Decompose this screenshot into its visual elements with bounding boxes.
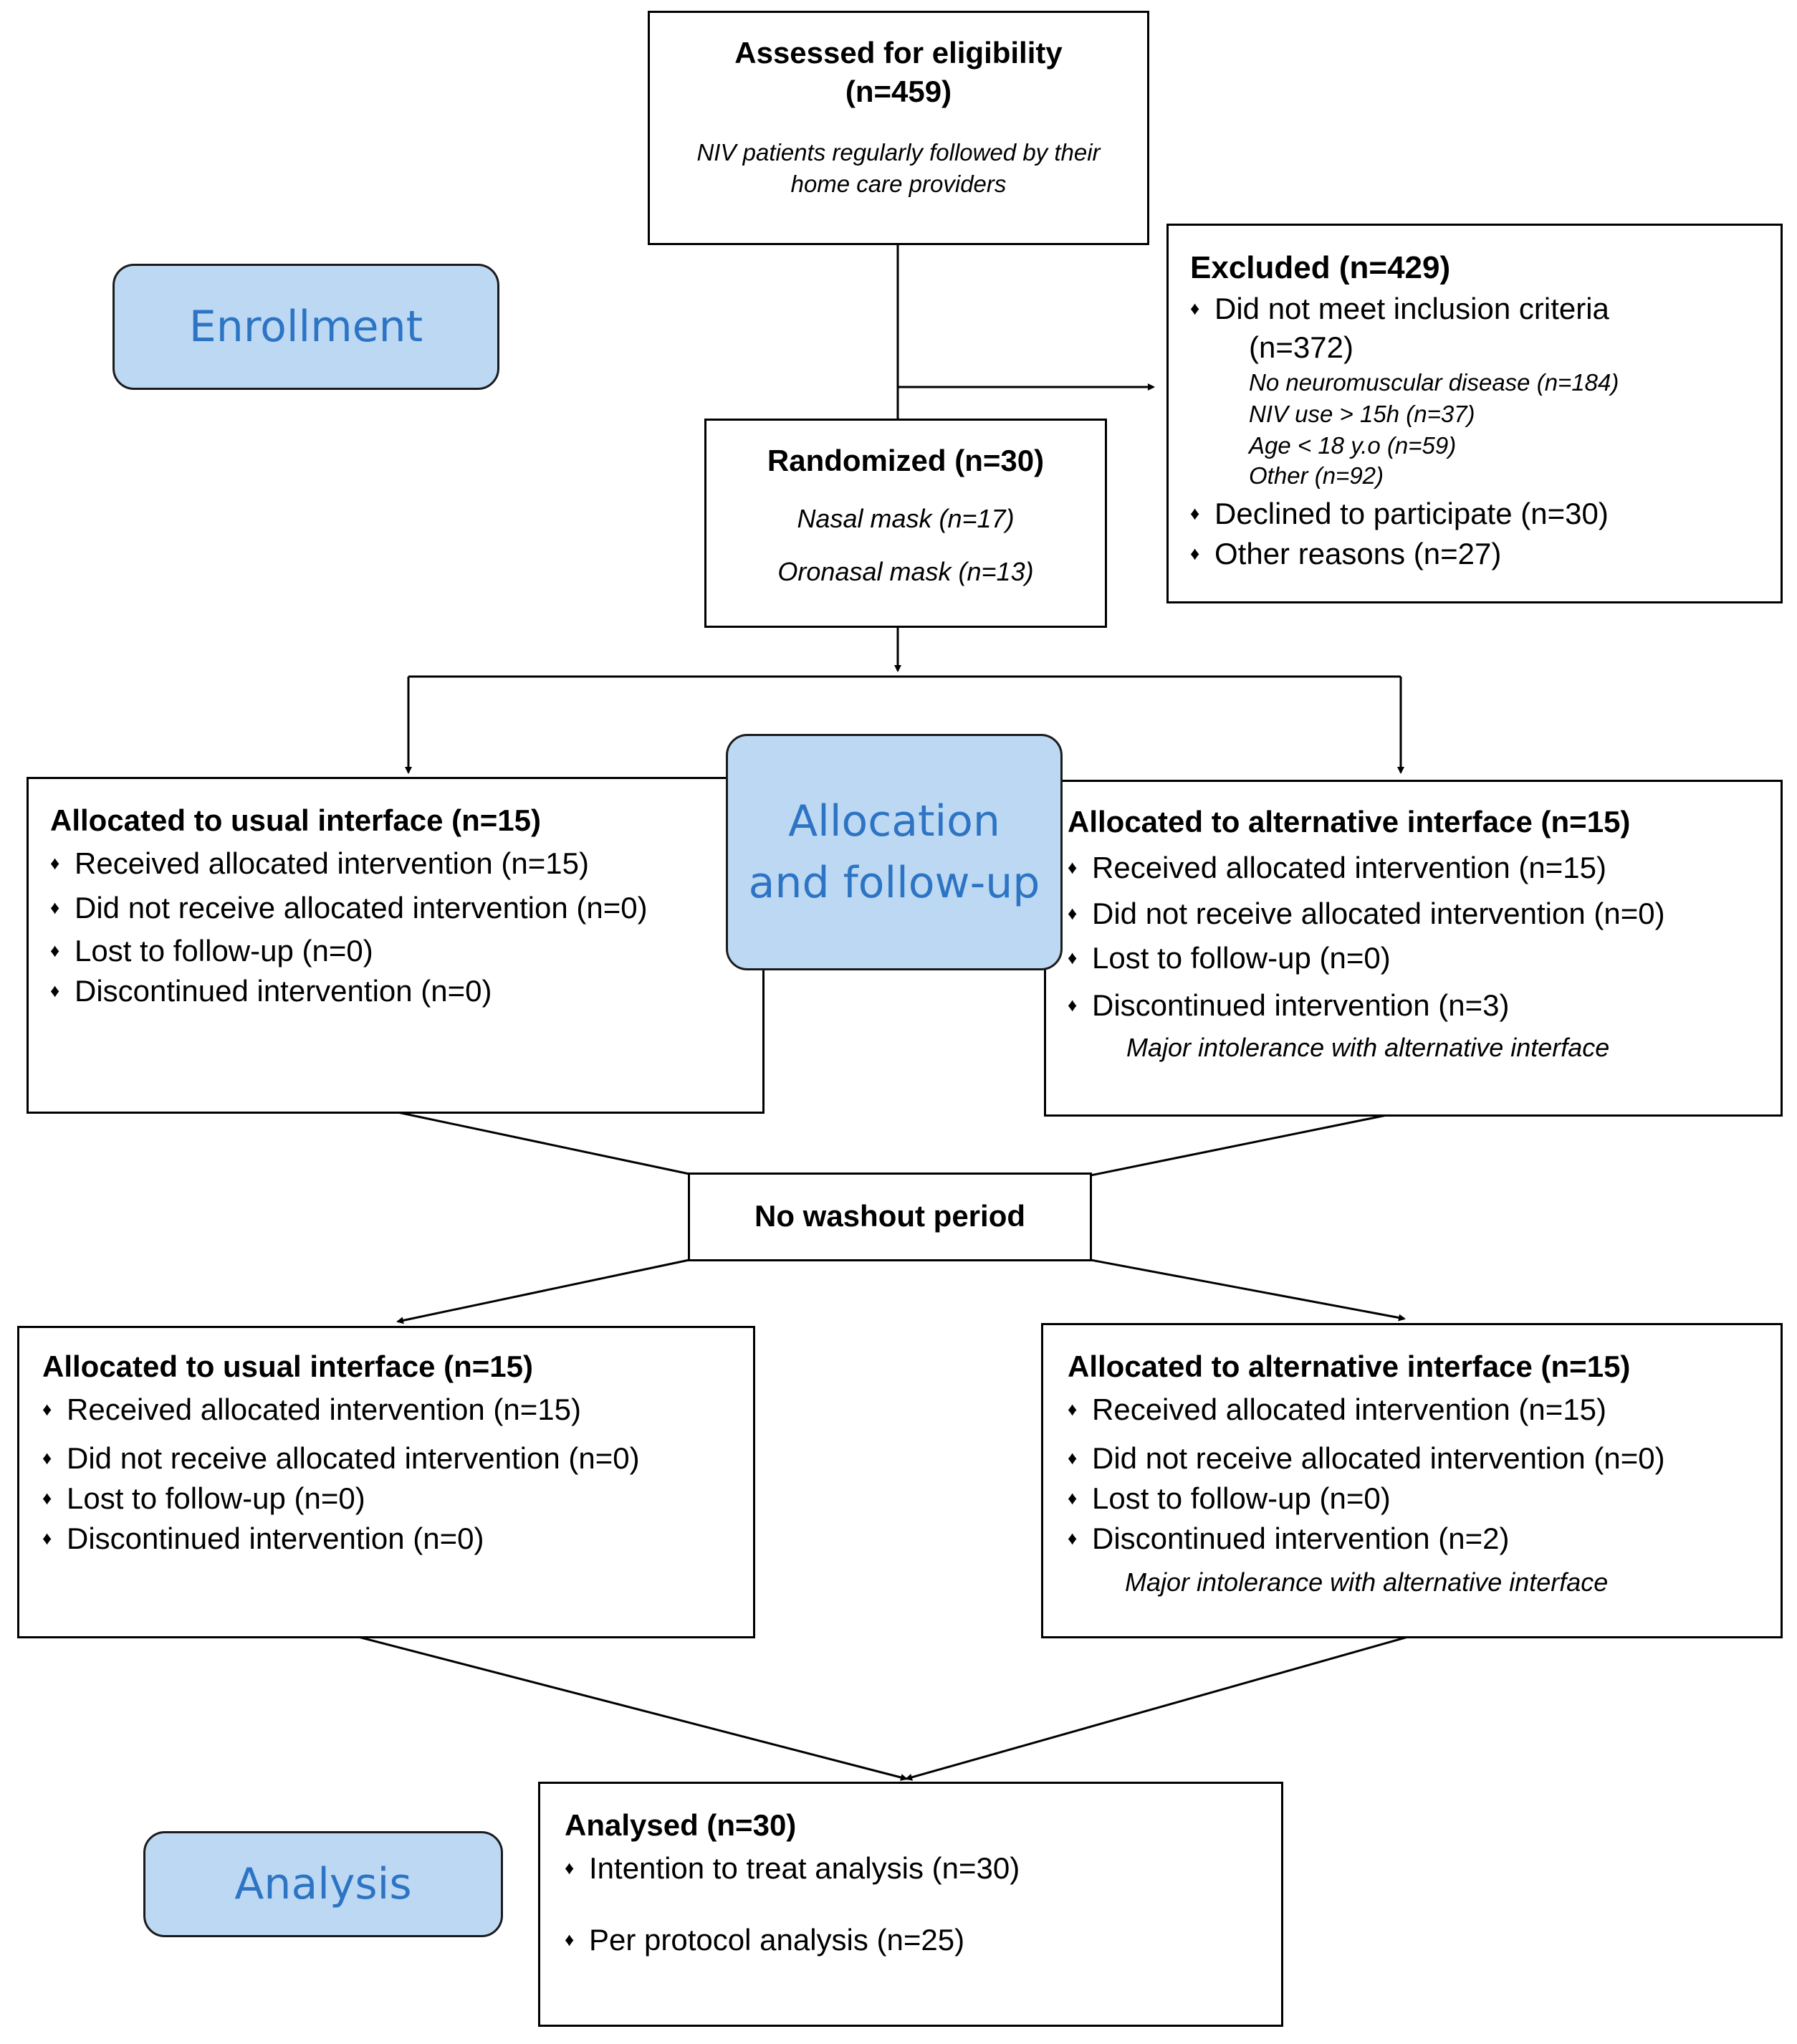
assessed-note-1: NIV patients regularly followed by their bbox=[696, 139, 1101, 166]
period1-alternative-item-label: Did not receive allocated intervention (… bbox=[1092, 897, 1665, 930]
washout-box: No washout period bbox=[688, 1173, 1092, 1261]
period2-alternative-item-3: Lost to follow-up (n=0) bbox=[1068, 1481, 1391, 1516]
analysed-pp-label: Per protocol analysis (n=25) bbox=[589, 1923, 965, 1957]
randomized-title: Randomized (n=30) bbox=[767, 444, 1045, 477]
connector-washout-usual2 bbox=[396, 1259, 690, 1324]
stage-enrollment-label: Enrollment bbox=[188, 302, 423, 352]
excluded-title: Excluded (n=429) bbox=[1190, 250, 1451, 285]
connector-alt2-analysed bbox=[905, 1635, 1409, 1781]
stage-allocation-label: Allocation and follow-up bbox=[748, 796, 1040, 908]
connector-alt1-washout bbox=[1090, 1111, 1401, 1177]
period1-usual-item-3: Lost to follow-up (n=0) bbox=[50, 934, 373, 968]
stage-analysis-label: Analysis bbox=[234, 1859, 412, 1909]
period1-alternative-note: Major intolerance with alternative inter… bbox=[1126, 1033, 1610, 1062]
period1-alternative-item-4: Discontinued intervention (n=3) bbox=[1068, 988, 1510, 1023]
period1-alternative-item-1: Received allocated intervention (n=15) bbox=[1068, 851, 1606, 885]
period2-usual-item-label: Discontinued intervention (n=0) bbox=[67, 1522, 484, 1555]
assessed-box: Assessed for eligibility (n=459) NIV pat… bbox=[648, 11, 1149, 245]
excluded-other-label: Other reasons (n=27) bbox=[1214, 537, 1502, 570]
analysed-title: Analysed (n=30) bbox=[565, 1808, 797, 1842]
assessed-count: (n=459) bbox=[845, 75, 952, 108]
period2-alternative-note: Major intolerance with alternative inter… bbox=[1125, 1567, 1609, 1597]
randomized-nasal: Nasal mask (n=17) bbox=[797, 504, 1015, 533]
period2-alternative-item-label: Lost to follow-up (n=0) bbox=[1092, 1481, 1391, 1515]
period1-usual-item-1: Received allocated intervention (n=15) bbox=[50, 846, 589, 881]
excluded-declined: Declined to participate (n=30) bbox=[1190, 497, 1609, 531]
excluded-reason-2: NIV use > 15h (n=37) bbox=[1249, 401, 1475, 427]
period2-alternative-item-4: Discontinued intervention (n=2) bbox=[1068, 1522, 1510, 1556]
connector-usual1-washout bbox=[397, 1111, 690, 1175]
excluded-did-not-meet: Did not meet inclusion criteria bbox=[1190, 292, 1609, 326]
period1-usual-item-label: Lost to follow-up (n=0) bbox=[75, 934, 373, 968]
connector-washout-alt2 bbox=[1090, 1259, 1406, 1322]
excluded-reason-4: Other (n=92) bbox=[1249, 462, 1384, 489]
period1-usual-item-label: Discontinued intervention (n=0) bbox=[75, 974, 492, 1008]
analysed-box: Analysed (n=30) Intention to treat analy… bbox=[538, 1782, 1283, 2027]
period1-usual-item-label: Did not receive allocated intervention (… bbox=[75, 891, 648, 925]
period1-alternative-title: Allocated to alternative interface (n=15… bbox=[1068, 805, 1631, 839]
analysed-itt-label: Intention to treat analysis (n=30) bbox=[589, 1851, 1020, 1885]
period1-alternative-item-label: Discontinued intervention (n=3) bbox=[1092, 988, 1510, 1022]
period1-usual-item-label: Received allocated intervention (n=15) bbox=[75, 846, 589, 880]
period2-alternative-item-2: Did not receive allocated intervention (… bbox=[1068, 1441, 1665, 1476]
period2-usual-box: Allocated to usual interface (n=15) Rece… bbox=[17, 1326, 755, 1638]
period1-alternative-box: Allocated to alternative interface (n=15… bbox=[1044, 780, 1783, 1117]
period1-usual-title: Allocated to usual interface (n=15) bbox=[50, 803, 542, 837]
excluded-declined-label: Declined to participate (n=30) bbox=[1214, 497, 1609, 530]
analysed-pp: Per protocol analysis (n=25) bbox=[565, 1923, 964, 1957]
period1-alternative-item-label: Received allocated intervention (n=15) bbox=[1092, 851, 1606, 884]
period2-alternative-item-label: Received allocated intervention (n=15) bbox=[1092, 1393, 1606, 1426]
period1-alternative-item-label: Lost to follow-up (n=0) bbox=[1092, 941, 1391, 975]
period1-usual-item-4: Discontinued intervention (n=0) bbox=[50, 974, 492, 1008]
period1-usual-item-2: Did not receive allocated intervention (… bbox=[50, 891, 648, 925]
period2-usual-item-label: Lost to follow-up (n=0) bbox=[67, 1481, 365, 1515]
assessed-note-2: home care providers bbox=[790, 171, 1007, 197]
period2-usual-item-4: Discontinued intervention (n=0) bbox=[42, 1522, 484, 1556]
stage-analysis: Analysis bbox=[143, 1831, 503, 1937]
connector-usual2-analysed bbox=[358, 1635, 908, 1781]
period2-alternative-item-label: Discontinued intervention (n=2) bbox=[1092, 1522, 1510, 1555]
period2-alternative-item-1: Received allocated intervention (n=15) bbox=[1068, 1393, 1606, 1427]
excluded-did-not-meet-label: Did not meet inclusion criteria bbox=[1214, 292, 1609, 325]
stage-enrollment: Enrollment bbox=[112, 264, 499, 390]
assessed-title: Assessed for eligibility bbox=[734, 36, 1063, 70]
period2-usual-item-3: Lost to follow-up (n=0) bbox=[42, 1481, 365, 1516]
period2-alternative-box: Allocated to alternative interface (n=15… bbox=[1041, 1323, 1783, 1638]
excluded-did-not-meet-count: (n=372) bbox=[1249, 330, 1353, 364]
period2-usual-item-2: Did not receive allocated intervention (… bbox=[42, 1441, 640, 1476]
randomized-box: Randomized (n=30) Nasal mask (n=17) Oron… bbox=[704, 419, 1107, 628]
randomized-oronasal: Oronasal mask (n=13) bbox=[777, 557, 1034, 586]
period2-usual-item-1: Received allocated intervention (n=15) bbox=[42, 1393, 581, 1427]
period1-alternative-item-3: Lost to follow-up (n=0) bbox=[1068, 941, 1391, 975]
excluded-reason-1: No neuromuscular disease (n=184) bbox=[1249, 369, 1619, 396]
period2-usual-item-label: Did not receive allocated intervention (… bbox=[67, 1441, 640, 1475]
stage-allocation: Allocation and follow-up bbox=[726, 734, 1063, 970]
excluded-other: Other reasons (n=27) bbox=[1190, 537, 1501, 571]
period2-alternative-item-label: Did not receive allocated intervention (… bbox=[1092, 1441, 1665, 1475]
analysed-itt: Intention to treat analysis (n=30) bbox=[565, 1851, 1020, 1886]
period2-alternative-title: Allocated to alternative interface (n=15… bbox=[1068, 1350, 1631, 1383]
period1-usual-box: Allocated to usual interface (n=15) Rece… bbox=[27, 777, 765, 1114]
period1-alternative-item-2: Did not receive allocated intervention (… bbox=[1068, 897, 1665, 931]
period2-usual-item-label: Received allocated intervention (n=15) bbox=[67, 1393, 581, 1426]
washout-label: No washout period bbox=[754, 1199, 1025, 1233]
excluded-box: Excluded (n=429) Did not meet inclusion … bbox=[1166, 224, 1783, 603]
excluded-reason-3: Age < 18 y.o (n=59) bbox=[1249, 432, 1457, 459]
period2-usual-title: Allocated to usual interface (n=15) bbox=[42, 1350, 534, 1383]
